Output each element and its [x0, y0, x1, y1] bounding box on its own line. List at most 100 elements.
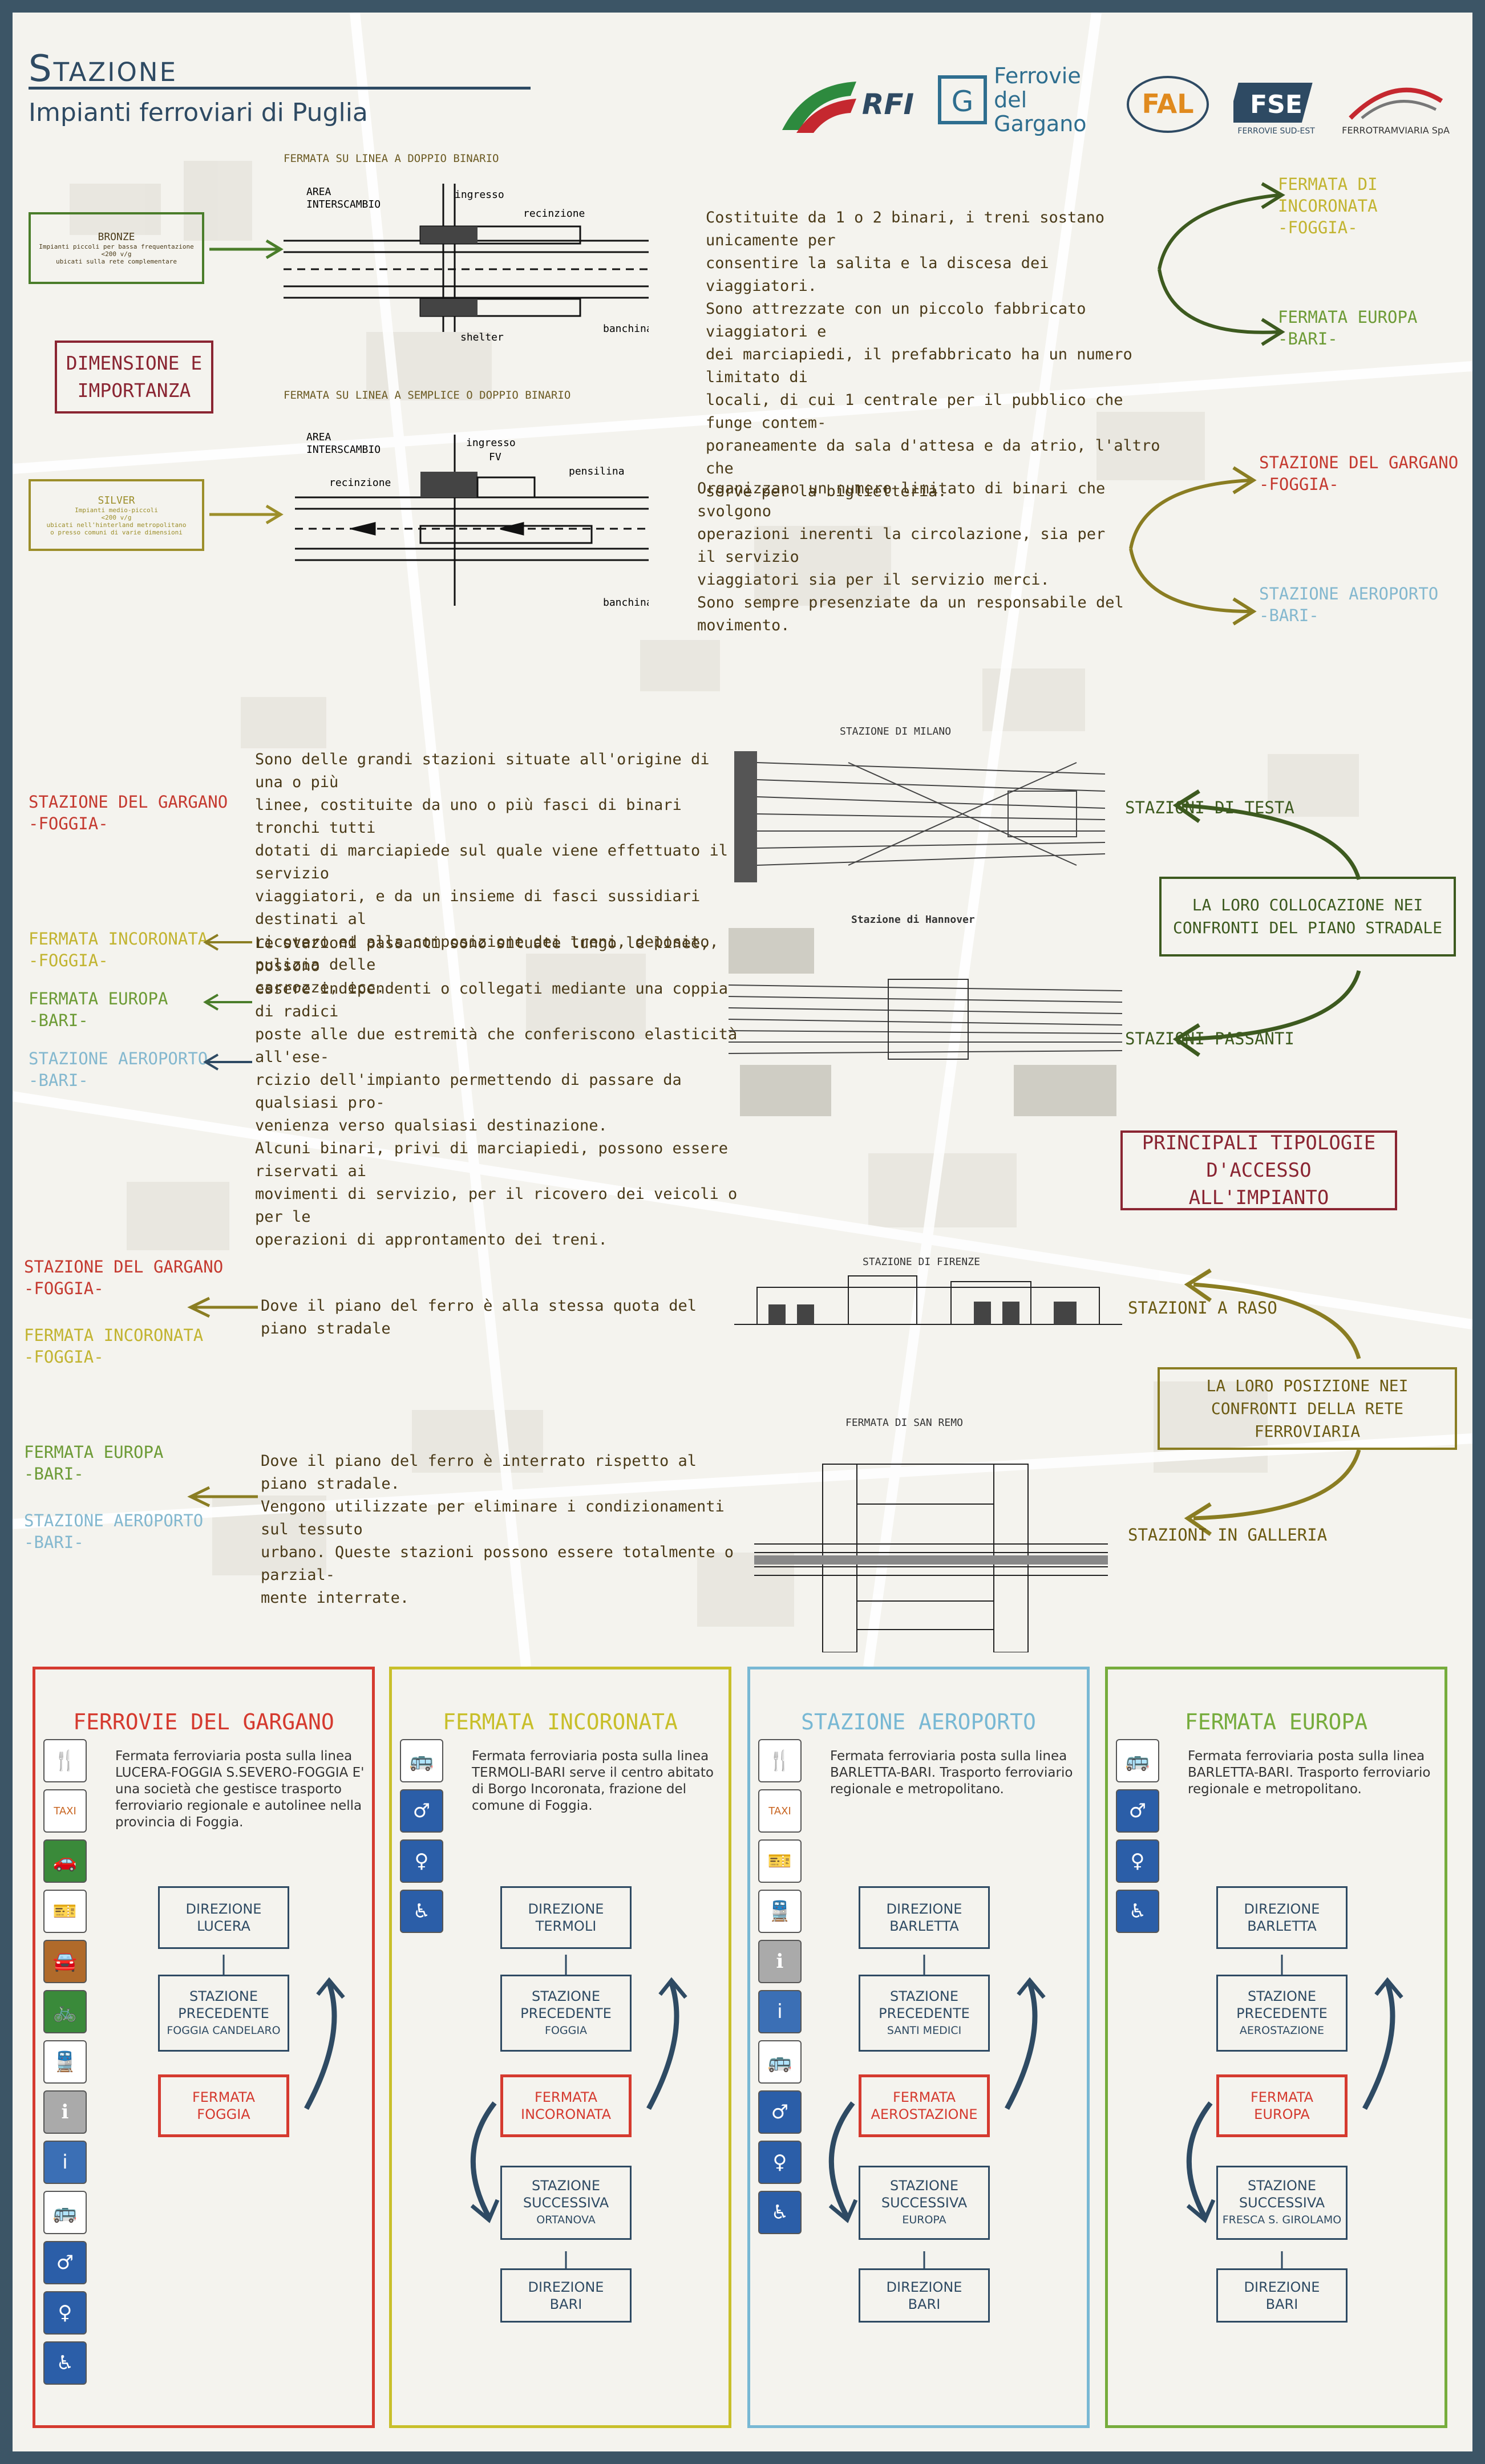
diagram1-label: banchina [603, 323, 649, 335]
flow-value: AEROSTAZIONE [871, 2106, 978, 2122]
train-icon: 🚆 [43, 2040, 87, 2084]
example-label: FERMATA EUROPA-BARI- [1278, 307, 1418, 348]
raso-description: Dove il piano del ferro è alla stessa qu… [261, 1295, 746, 1340]
page-title: Stazione [29, 48, 178, 90]
fse-logo-icon: FSE FERROVIE SUD-EST [1233, 80, 1319, 136]
example-label: FERMATA EUROPA-BARI- [29, 989, 168, 1030]
city-map-background [13, 13, 1472, 1668]
bronze-title: BRONZE [98, 231, 135, 243]
restaurant-icon: 🍴 [758, 1739, 802, 1782]
bus-station-icon: 🚌 [1116, 1739, 1159, 1782]
text-line: Sono delle grandi stazioni situate all'o… [255, 751, 710, 791]
flow-value: LUCERA [197, 1918, 250, 1934]
flow-value: AEROSTAZIONE [1239, 2024, 1325, 2037]
section3-subheading-text: LA LORO POSIZIONE NEI CONFRONTI DELLA RE… [1206, 1376, 1409, 1441]
arrow-left [187, 1296, 258, 1318]
bronze-box: BRONZE Impianti piccoli per bassa freque… [29, 212, 204, 284]
silver-branch-arrows [1129, 466, 1257, 626]
poster: Stazione Impianti ferroviari di Puglia R… [13, 13, 1472, 2451]
flow-label: DIREZIONE [528, 1901, 604, 1917]
diagram2-label: ingresso [466, 437, 516, 449]
bronze-line: Impianti piccoli per bassa frequentazion… [39, 243, 194, 250]
text-line: operazioni inerenti la circolazione, sia… [697, 525, 1106, 566]
silver-line: ubicati nell'hinterland metropolitano [46, 521, 187, 529]
flow-label: FERMATA [534, 2089, 598, 2105]
text-line: urbano. Queste stazioni possono essere t… [261, 1543, 734, 1584]
text-line: linee, costituite da uno o più fasci di … [255, 796, 682, 837]
text-line: consentire la salita e la discesa dei vi… [706, 254, 1049, 295]
svg-text:G: G [952, 85, 974, 118]
rfi-logo-text: RFI [861, 88, 915, 121]
text-line: ricovero ed alla composizione dei treni,… [255, 933, 719, 974]
flow-arrows [828, 1955, 1046, 2268]
flow-value: SANTI MEDICI [887, 2024, 962, 2037]
passanti-description: Le stazioni passanti sono situate lungo … [255, 932, 740, 1251]
section2-heading-text: LA LORO COLLOCAZIONE NEI CONFRONTI DEL P… [1173, 895, 1443, 937]
section1-heading: DIMENSIONE E IMPORTANZA [55, 341, 213, 414]
sanremo-caption: FERMATA DI SAN REMO [845, 1417, 963, 1429]
hannover-plan [729, 928, 1122, 1116]
section1-heading-text: DIMENSIONE E IMPORTANZA [66, 352, 203, 402]
diagram-double-track: AREA INTERSCAMBIO ingresso recinzione sh… [284, 184, 649, 343]
section2-arrows [1172, 789, 1361, 1057]
silver-line: o presso comuni di varie dimensioni [50, 528, 183, 536]
stazioni-testa-label: STAZIONI DI TESTA [1125, 798, 1294, 817]
station-description: Fermata ferroviaria posta sulla linea LU… [115, 1749, 365, 1830]
text-line: viaggiatori sia per il servizio merci. [697, 571, 1050, 589]
bronze-line: <200 v/g [101, 250, 132, 258]
bronze-branch-arrows [1158, 182, 1285, 346]
diagram1-label: recinzione [523, 208, 585, 220]
flow-value: TERMOLI [535, 1918, 597, 1934]
example-label: STAZIONE DEL GARGANO-FOGGIA- [24, 1257, 224, 1298]
sanremo-plan [754, 1464, 1108, 1652]
diagram1-label: INTERSCAMBIO [306, 198, 381, 210]
section2-heading: LA LORO COLLOCAZIONE NEI CONFRONTI DEL P… [1159, 877, 1456, 957]
flow-value: INCORONATA [521, 2106, 611, 2122]
silver-box: SILVER Impianti medio-piccoli <200 v/g u… [29, 479, 204, 551]
flow-label: STAZIONE SUCCESSIVA [523, 2178, 609, 2211]
flow-value: BARLETTA [889, 1918, 959, 1934]
flow-label: DIREZIONE [886, 2279, 962, 2295]
text-line: movimento. [697, 617, 790, 634]
logo-bar: RFI G Ferrovie del Gargano FAL FSE FERRO… [771, 64, 1450, 136]
firenze-elevation [734, 1275, 1122, 1325]
stazioni-galleria-label: STAZIONI IN GALLERIA [1128, 1525, 1328, 1545]
silver-arrow [209, 504, 284, 525]
men-icon: ♂ [400, 1789, 443, 1833]
galleria-description: Dove il piano del ferro è interrato risp… [261, 1450, 746, 1610]
text-line: essere indipendenti o collegati mediante… [255, 980, 729, 1020]
diagram2-label: pensilina [569, 465, 625, 477]
arrow-left [187, 1486, 258, 1507]
wheelchair-icon: ♿ [758, 2191, 802, 2234]
wheelchair-icon: ♿ [43, 2341, 87, 2385]
text-line: Costituite da 1 o 2 binari, i treni sost… [706, 209, 1104, 249]
diagram1-label: shelter [460, 331, 504, 343]
diagram2-caption: FERMATA SU LINEA A SEMPLICE O DOPPIO BIN… [284, 389, 571, 402]
arrow-left [203, 1053, 252, 1071]
text-line: mente interrate. [261, 1589, 410, 1607]
hannover-caption: Stazione di Hannover [851, 914, 975, 926]
flow-value: FOGGIA [197, 2106, 250, 2122]
car-rental-icon: 🚗 [43, 1839, 87, 1883]
text-line: movimenti di servizio, per il ricovero d… [255, 1185, 738, 1226]
info-icon: i [43, 2141, 87, 2184]
fal-logo-icon: FAL [1125, 73, 1211, 136]
men-icon: ♂ [43, 2241, 87, 2284]
flow-label: STAZIONE SUCCESSIVA [881, 2178, 968, 2211]
flow-value: FRESCA S. GIROLAMO [1222, 2214, 1342, 2226]
flow-label: FERMATA [1250, 2089, 1314, 2105]
text-line: venienza verso qualsiasi destinazione. [255, 1117, 608, 1134]
bronze-arrow [209, 239, 284, 260]
